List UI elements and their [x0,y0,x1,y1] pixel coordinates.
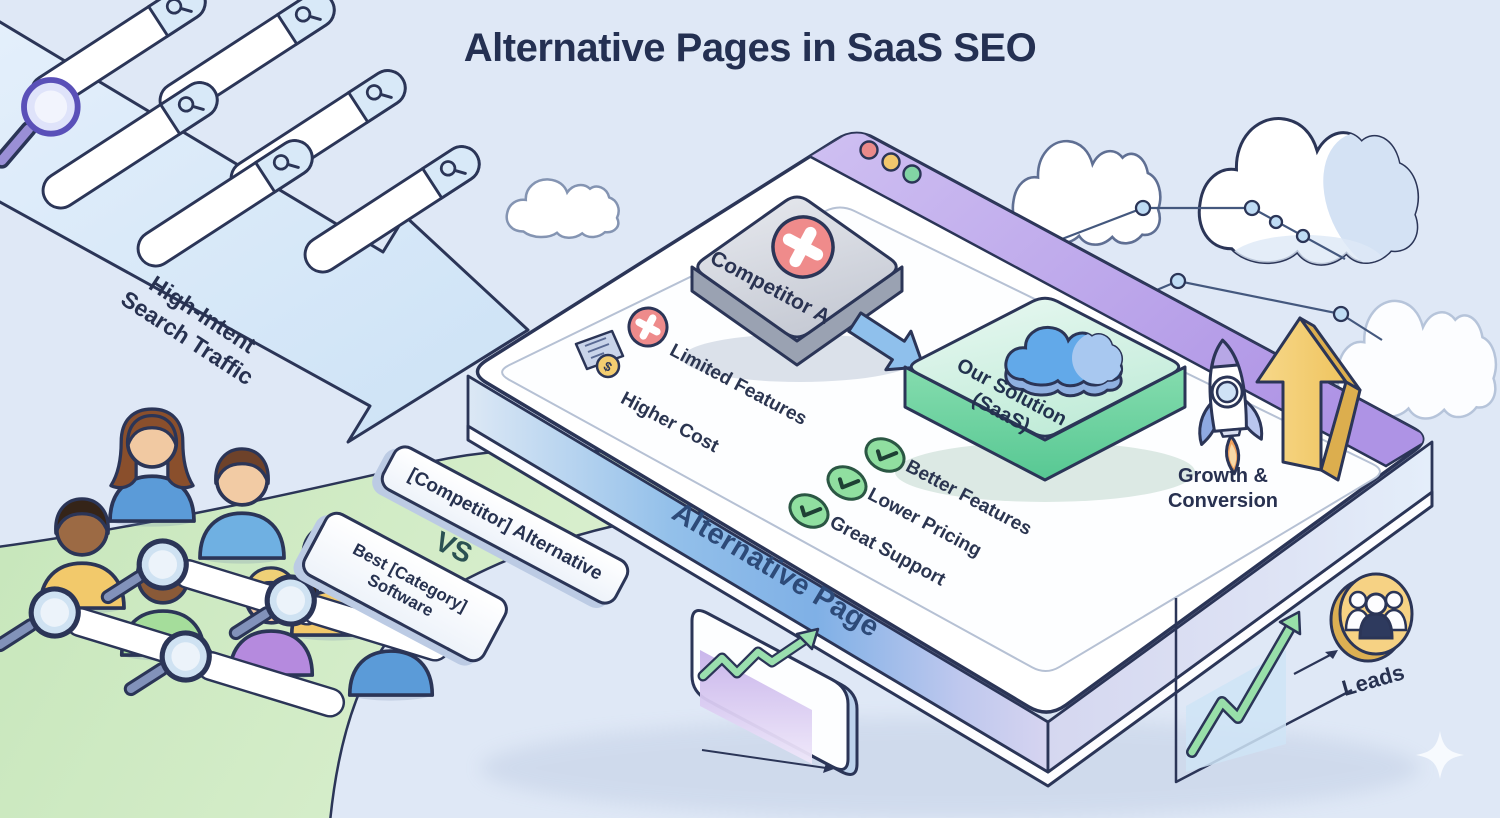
close-button-icon [859,140,879,160]
chart-axes [1174,598,1353,784]
browser-front-right-edge [1046,440,1434,774]
solution-card-side [903,365,1187,482]
browser-content-area [501,206,1381,673]
connection-nodes [1134,199,1350,323]
traffic-light-buttons [859,140,922,184]
maximize-button-icon [902,164,922,184]
cloud-small-left [505,178,620,239]
page-title: Alternative Pages in SaaS SEO [463,26,1037,70]
rocket-icon [1198,338,1264,476]
person-avatar [108,409,196,527]
leads-coin-icon [1329,572,1414,663]
leads-chart [1174,598,1353,784]
people-group-icon [1344,590,1408,640]
leads-pointer-arrow [1293,653,1333,675]
higher-cost-icon: $ [574,329,625,379]
mini-chart-zigzag [699,635,810,680]
benefit-check-icons [788,437,906,529]
saas-cloud-highlight [1072,332,1122,384]
limited-features-icon [627,306,669,348]
competitor-cross-icon [771,215,835,279]
mini-chart-card [690,609,859,776]
chart-growth-line [1188,624,1294,756]
minimize-button-icon [881,152,901,172]
browser-window: $ [466,131,1434,788]
sparkle-icon [1416,731,1464,779]
growth-conversion-label: Growth & Conversion [1167,465,1279,512]
browser-shadow [480,718,1420,818]
growth-arrow-icon [1255,316,1362,482]
mini-chart-area [700,650,812,764]
